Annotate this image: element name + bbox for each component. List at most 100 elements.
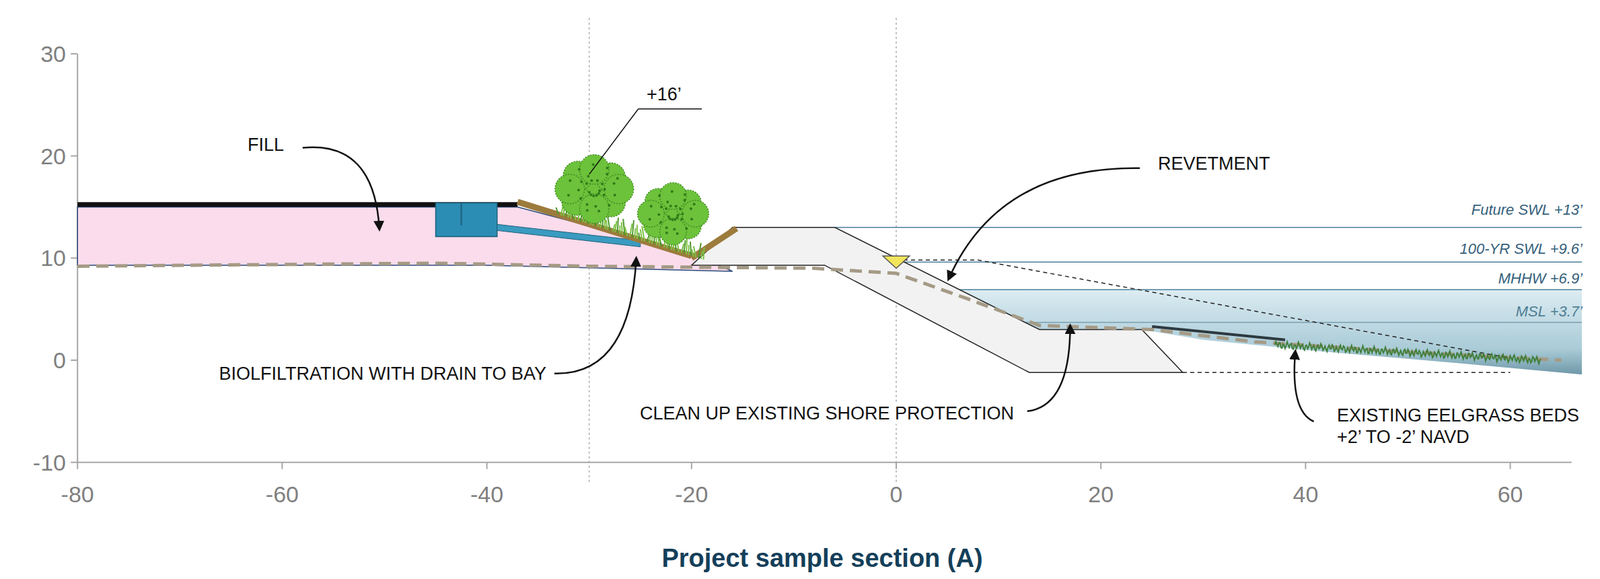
foliage-dot (670, 189, 674, 193)
foliage-dot (568, 178, 572, 182)
grass-blade (606, 219, 608, 230)
axis-tick (691, 462, 693, 469)
future-profile (896, 259, 1511, 358)
axis-tick (486, 462, 488, 469)
foliage-dot (592, 194, 595, 198)
hundred-year-swl-line (890, 261, 1582, 264)
leader-line (1027, 324, 1071, 411)
elevation-callout: +16’ (646, 83, 682, 105)
grass-blade (555, 207, 559, 215)
foliage-dot (667, 215, 671, 218)
grass-blade (703, 247, 704, 260)
leader-line (1294, 350, 1315, 422)
grass-blade (607, 215, 611, 231)
axis-tick-label: -60 (265, 480, 299, 508)
tree (555, 154, 634, 224)
foliage-dot (591, 162, 595, 166)
tree-foliage (637, 200, 665, 228)
axis-tick-label: 40 (1292, 480, 1319, 508)
callout-label: FILL (247, 133, 284, 156)
axis-tick (76, 462, 79, 469)
grass-blade (698, 242, 702, 259)
leader-line (554, 257, 637, 373)
tree-foliage (579, 193, 609, 224)
foliage-dot (589, 193, 593, 196)
grass-blade (617, 217, 619, 233)
water-level-label: Future SWL +13’ (1471, 201, 1583, 219)
foliage-dot (666, 200, 669, 204)
existing-shore-protection (1151, 326, 1286, 340)
foliage-dot (672, 228, 676, 231)
foliage-dot (579, 197, 583, 200)
axis-tick-label: -80 (61, 480, 95, 508)
label-underline (638, 108, 702, 110)
leader-line (948, 168, 1140, 280)
foliage-dot (676, 232, 679, 235)
axis-tick (70, 155, 78, 157)
foliage-dot (606, 166, 609, 169)
axis-tick-label: 20 (40, 141, 66, 170)
grass-blade (619, 225, 621, 234)
axis-tick-label: 0 (53, 346, 66, 375)
foliage-dot (648, 217, 652, 221)
foliage-dot (612, 182, 616, 186)
callout-label: REVETMENT (1157, 152, 1271, 175)
foliage-dot (684, 226, 688, 230)
foliage-dot (693, 202, 696, 206)
x-axis (77, 461, 1572, 463)
foliage-dot (585, 182, 589, 186)
eelgrass-bed (1275, 341, 1541, 364)
foliage-dot (683, 198, 687, 202)
foliage-dot (577, 188, 580, 192)
figure-caption: Project sample section (A) (661, 542, 983, 574)
foliage-dot (586, 174, 590, 178)
foliage-dot (660, 205, 663, 209)
foliage-dot (665, 226, 669, 229)
grass-blade (638, 232, 640, 241)
foliage-dot (577, 167, 581, 171)
foliage-dot (605, 172, 609, 176)
axis-tick-label: -40 (470, 480, 504, 508)
foliage-dot (586, 208, 589, 212)
foliage-dot (579, 180, 583, 184)
axis-tick (70, 53, 78, 55)
grass-blade (614, 220, 617, 233)
axis-tick (1304, 462, 1306, 469)
foliage-dot (594, 204, 597, 208)
future-swl-line (834, 226, 1582, 229)
foliage-dot (597, 191, 601, 195)
grass-blade (641, 226, 645, 242)
callout-label: EXISTING EELGRASS BEDS +2’ TO -2’ NAVD (1336, 404, 1593, 449)
tree-foliage (604, 174, 634, 204)
grass-blade (632, 220, 634, 238)
foliage-dot (690, 217, 694, 221)
tree (637, 182, 710, 245)
biofilter-vault (435, 202, 498, 237)
mhhw-line (959, 289, 1582, 291)
foliage-dot (590, 178, 593, 182)
axis-tick (1100, 462, 1102, 469)
water-level-label: MHHW +6.9’ (1498, 269, 1583, 288)
tree-foliage (660, 217, 687, 245)
water-level-label: MSL +3.7’ (1515, 302, 1583, 321)
grass-blade (640, 229, 642, 241)
foliage-dot (595, 193, 599, 197)
tree-foliage (682, 200, 710, 228)
axis-tick-label: 10 (40, 244, 66, 272)
toe-line (1182, 371, 1511, 373)
foliage-dot (676, 213, 679, 217)
grass-blade (621, 222, 623, 235)
axis-tick-label: 20 (1087, 480, 1114, 508)
water-level-label: 100-YR SWL +9.6’ (1460, 240, 1583, 258)
foliage-dot (600, 182, 604, 186)
foliage-dot (657, 213, 661, 216)
leader-line (589, 108, 639, 175)
foliage-dot (567, 193, 570, 197)
foliage-dot (586, 203, 589, 206)
axis-tick (281, 462, 283, 469)
foliage-dot (669, 204, 673, 208)
grass-blade (690, 241, 692, 256)
axis-tick (895, 462, 897, 469)
